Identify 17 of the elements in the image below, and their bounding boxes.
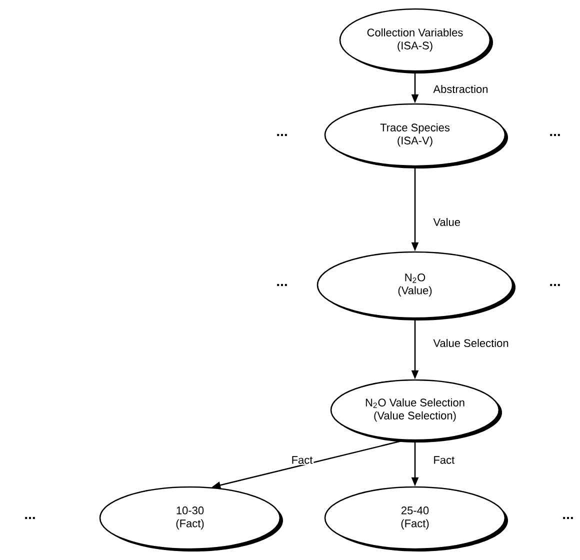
edge-label: Fact xyxy=(290,455,314,465)
ellipse-node: Collection Variables (ISA-S) xyxy=(339,8,493,74)
ellipse-node: N$_{2}$O (Value) xyxy=(316,251,516,320)
ellipsis: ... xyxy=(25,516,35,520)
ellipse-node: 10-30 (Fact) xyxy=(99,486,283,552)
edge-label: Fact xyxy=(432,455,456,465)
edge-label: Value Selection xyxy=(432,338,510,348)
edge-label: Abstraction xyxy=(432,84,490,94)
ellipsis: ... xyxy=(277,284,287,286)
ellipse-node: 25-40 (Fact) xyxy=(324,486,508,552)
ellipsis: ... xyxy=(550,284,560,286)
ellipsis: ... xyxy=(550,134,560,136)
ellipse-node: N$_{2}$O Value Selection (Value Selection) xyxy=(330,379,502,442)
ellipse-node: Trace Species (ISA-V) xyxy=(324,103,508,168)
edge-label: Value xyxy=(432,216,462,228)
ellipsis: ... xyxy=(277,134,287,136)
ellipsis: ... xyxy=(563,516,573,520)
